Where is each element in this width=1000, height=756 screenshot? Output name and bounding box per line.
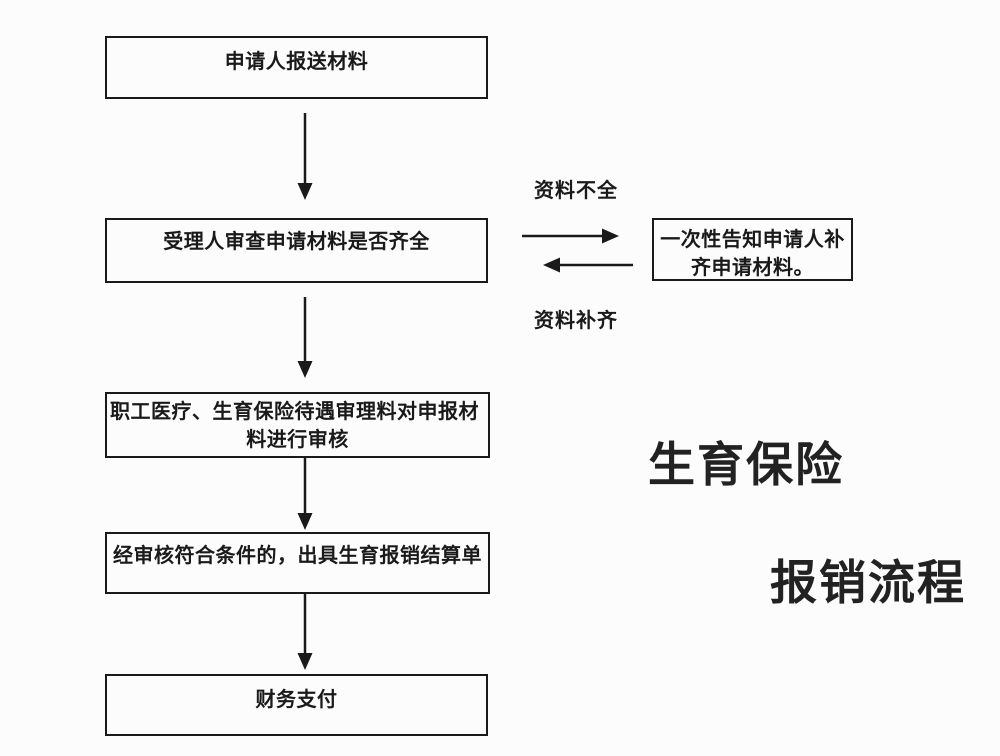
page-title-line2: 报销流程 xyxy=(770,556,966,609)
flow-step-issue-settlement: 经审核符合条件的，出具生育报销结算单 xyxy=(105,532,490,594)
arrow-down-submit-to-check xyxy=(297,113,313,200)
flow-step-audit-materials-line2: 料进行审核 xyxy=(246,429,349,451)
flow-step-finance-payment-label: 财务支付 xyxy=(255,689,338,711)
flow-step-notify-applicant: 一次性告知申请人补 齐申请材料。 xyxy=(652,218,853,281)
flow-step-submit-materials-label: 申请人报送材料 xyxy=(224,51,369,73)
arrow-right-check-to-notify xyxy=(522,228,619,244)
arrow-left-notify-to-check xyxy=(543,257,633,273)
flow-step-issue-settlement-label: 经审核符合条件的，出具生育报销结算单 xyxy=(113,545,482,567)
flow-step-notify-applicant-line1: 一次性告知申请人补 xyxy=(660,229,845,251)
arrow-down-check-to-audit xyxy=(297,297,313,378)
flow-step-check-completeness: 受理人审查申请材料是否齐全 xyxy=(105,218,488,283)
flow-step-submit-materials: 申请人报送材料 xyxy=(105,36,488,99)
edge-label-materials-complete: 资料补齐 xyxy=(534,310,618,332)
arrow-down-audit-to-issue xyxy=(297,458,313,530)
flow-step-check-completeness-label: 受理人审查申请材料是否齐全 xyxy=(163,231,430,253)
flow-step-audit-materials-line1: 职工医疗、生育保险待遇审理料对申报材 xyxy=(110,401,479,423)
page-title-line1: 生育保险 xyxy=(648,438,844,491)
flow-step-finance-payment: 财务支付 xyxy=(105,674,488,736)
flow-step-audit-materials: 职工医疗、生育保险待遇审理料对申报材 料进行审核 xyxy=(105,392,490,458)
flow-step-notify-applicant-line2: 齐申请材料。 xyxy=(691,257,814,279)
edge-label-materials-incomplete: 资料不全 xyxy=(534,180,618,202)
arrow-down-issue-to-pay xyxy=(297,594,313,670)
